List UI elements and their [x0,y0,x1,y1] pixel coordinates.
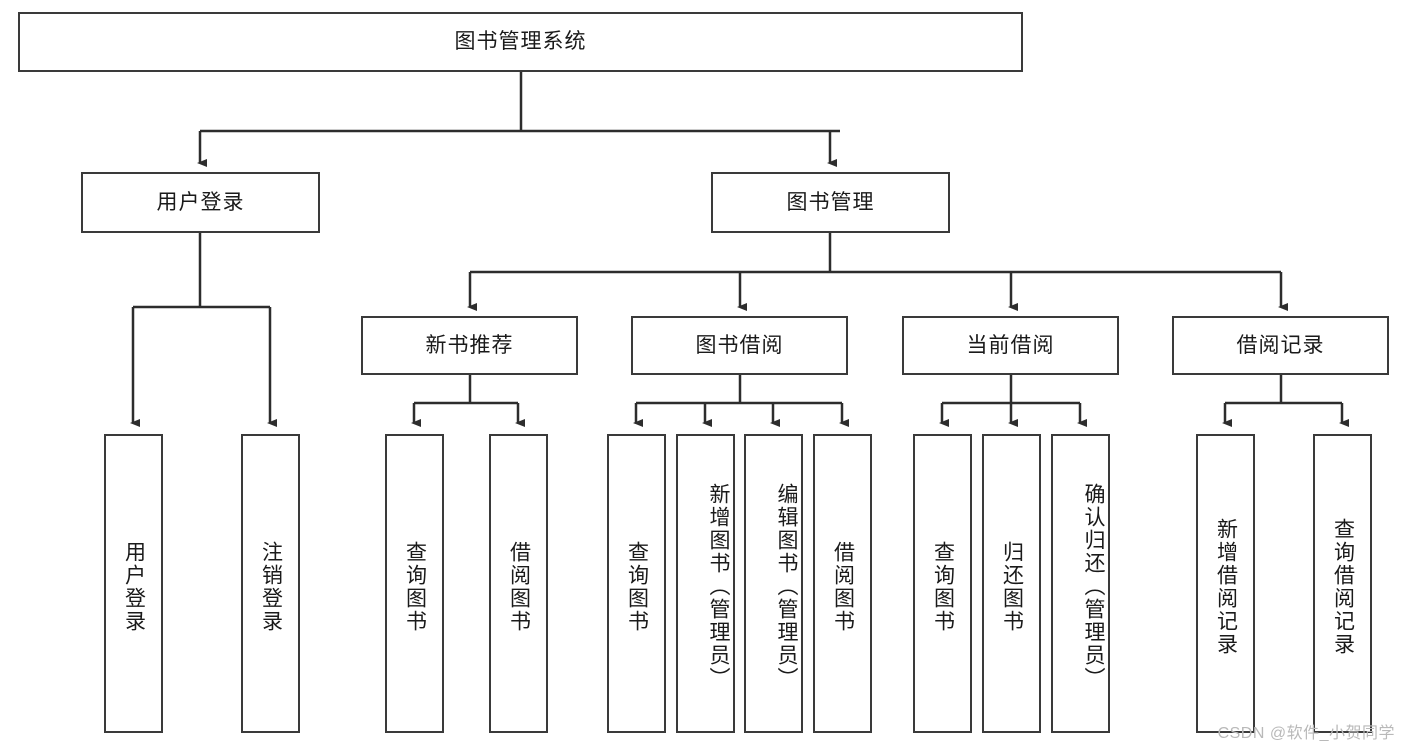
node-root-label: 图书管理系统 [454,30,587,54]
node-book-management[interactable]: 图书管理 [711,172,950,233]
node-user-login[interactable]: 用户登录 [81,172,320,233]
leaf-current-query-book[interactable]: 查询图书 [913,434,972,733]
node-new-book-recommend[interactable]: 新书推荐 [361,316,578,375]
node-new-book-recommend-label: 新书推荐 [425,333,514,357]
leaf-newbook-borrow-book[interactable]: 借阅图书 [489,434,548,733]
leaf-current-query-book-label: 查询图书 [931,540,955,633]
leaf-record-add-record-label: 新增借阅记录 [1214,517,1238,656]
node-current-borrow[interactable]: 当前借阅 [902,316,1119,375]
leaf-current-return-book[interactable]: 归还图书 [982,434,1041,733]
leaf-borrow-query-book[interactable]: 查询图书 [607,434,666,733]
node-borrow-record[interactable]: 借阅记录 [1172,316,1389,375]
leaf-newbook-query-book-label: 查询图书 [403,540,427,633]
leaf-borrow-edit-book[interactable]: 编辑图书（管理员） [744,434,803,733]
node-book-borrow[interactable]: 图书借阅 [631,316,848,375]
node-borrow-record-label: 借阅记录 [1236,333,1325,357]
leaf-borrow-add-book-label: 新增图书（管理员） [707,483,730,690]
node-user-login-label: 用户登录 [156,190,245,214]
leaf-newbook-borrow-book-label: 借阅图书 [507,540,531,633]
leaf-record-query-record[interactable]: 查询借阅记录 [1313,434,1372,733]
node-book-management-label: 图书管理 [786,190,875,214]
leaf-current-return-book-label: 归还图书 [1000,540,1024,633]
leaf-record-query-record-label: 查询借阅记录 [1331,517,1355,656]
node-current-borrow-label: 当前借阅 [966,333,1055,357]
leaf-user-logout-label: 注销登录 [259,540,283,633]
leaf-borrow-borrow-book-label: 借阅图书 [831,540,855,633]
leaf-newbook-query-book[interactable]: 查询图书 [385,434,444,733]
watermark: CSDN @软件_小贺同学 [1217,725,1395,742]
node-root[interactable]: 图书管理系统 [18,12,1023,72]
node-book-borrow-label: 图书借阅 [695,333,784,357]
leaf-current-confirm-return-label: 确认归还（管理员） [1082,483,1105,690]
leaf-current-confirm-return[interactable]: 确认归还（管理员） [1051,434,1110,733]
leaf-user-logout[interactable]: 注销登录 [241,434,300,733]
leaf-user-login[interactable]: 用户登录 [104,434,163,733]
leaf-record-add-record[interactable]: 新增借阅记录 [1196,434,1255,733]
leaf-borrow-query-book-label: 查询图书 [625,540,649,633]
leaf-borrow-borrow-book[interactable]: 借阅图书 [813,434,872,733]
leaf-borrow-edit-book-label: 编辑图书（管理员） [775,483,798,690]
leaf-user-login-label: 用户登录 [122,540,146,633]
leaf-borrow-add-book[interactable]: 新增图书（管理员） [676,434,735,733]
